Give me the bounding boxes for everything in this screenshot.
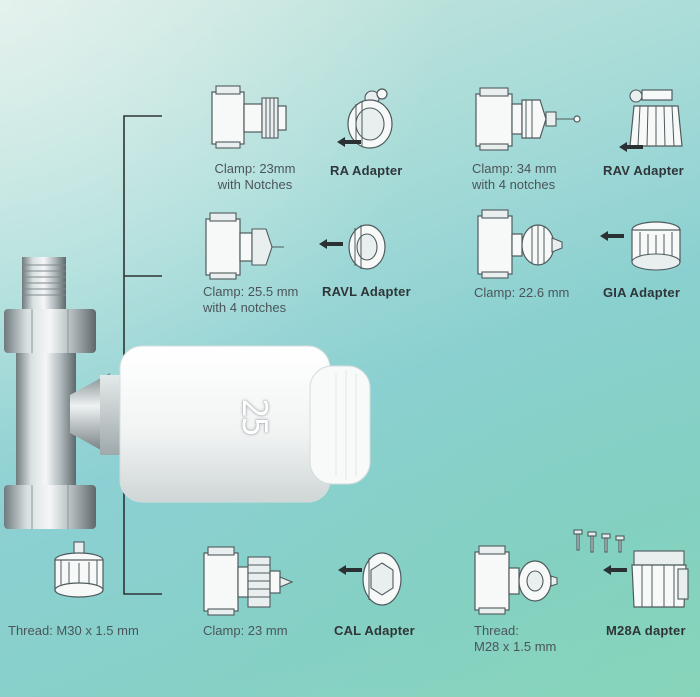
thread-label: Thread: M30 x 1.5 mm (8, 623, 139, 638)
adapter-ring-icon (54, 541, 104, 598)
adapter-ring-icon (629, 89, 683, 147)
arrow-left-icon (337, 137, 361, 147)
screws-icon (573, 529, 625, 553)
spec-line: Clamp: 22.6 mm (474, 285, 570, 300)
adapter-label: M28A dapter (606, 623, 686, 638)
adapter-ring-icon (362, 552, 402, 606)
spec-text: Clamp: 34 mm with 4 notches (472, 161, 557, 193)
spec-line: Thread: (474, 623, 519, 638)
spec-line: M28 x 1.5 mm (474, 639, 557, 654)
valve-body-icon (474, 545, 558, 615)
display-readout: 25 (234, 398, 274, 435)
spec-line: Clamp: 34 mm (472, 161, 557, 176)
adapter-label: RAVL Adapter (322, 284, 411, 299)
valve-body-icon (475, 87, 581, 151)
spec-line: with 4 notches (472, 177, 556, 192)
spec-text: Clamp: 22.6 mm (474, 285, 569, 301)
spec-line: with 4 notches (203, 300, 287, 315)
adapter-label: RA Adapter (330, 163, 403, 178)
spec-text: Clamp: 23mm with Notches (211, 161, 299, 193)
adapter-ring-icon (631, 550, 689, 608)
adapter-ring-icon (347, 88, 393, 149)
valve-body-icon (205, 212, 284, 280)
thermostat-head-icon (100, 345, 371, 503)
adapter-ring-icon (631, 221, 681, 271)
arrow-left-icon (600, 231, 624, 241)
arrow-left-icon (319, 239, 343, 249)
valve-body-icon (203, 546, 294, 616)
valve-body-icon (211, 85, 287, 149)
adapter-ring-icon (348, 224, 386, 270)
spec-line: with Notches (217, 177, 293, 192)
spec-text: Thread: M28 x 1.5 mm (474, 623, 556, 655)
arrow-left-icon (603, 565, 627, 575)
arrow-left-icon (619, 142, 643, 152)
spec-line: Clamp: 25.5 mm (203, 284, 299, 299)
arrow-left-icon (338, 565, 362, 575)
spec-text: Clamp: 25.5 mm with 4 notches (203, 284, 298, 316)
spec-text: Clamp: 23 mm (203, 623, 288, 639)
spec-line: Clamp: 23mm (214, 161, 296, 176)
adapter-label: RAV Adapter (603, 163, 684, 178)
adapter-label: GIA Adapter (603, 285, 681, 300)
spec-line: Clamp: 23 mm (203, 623, 288, 638)
adapter-label: CAL Adapter (334, 623, 415, 638)
valve-body-icon (477, 209, 563, 279)
